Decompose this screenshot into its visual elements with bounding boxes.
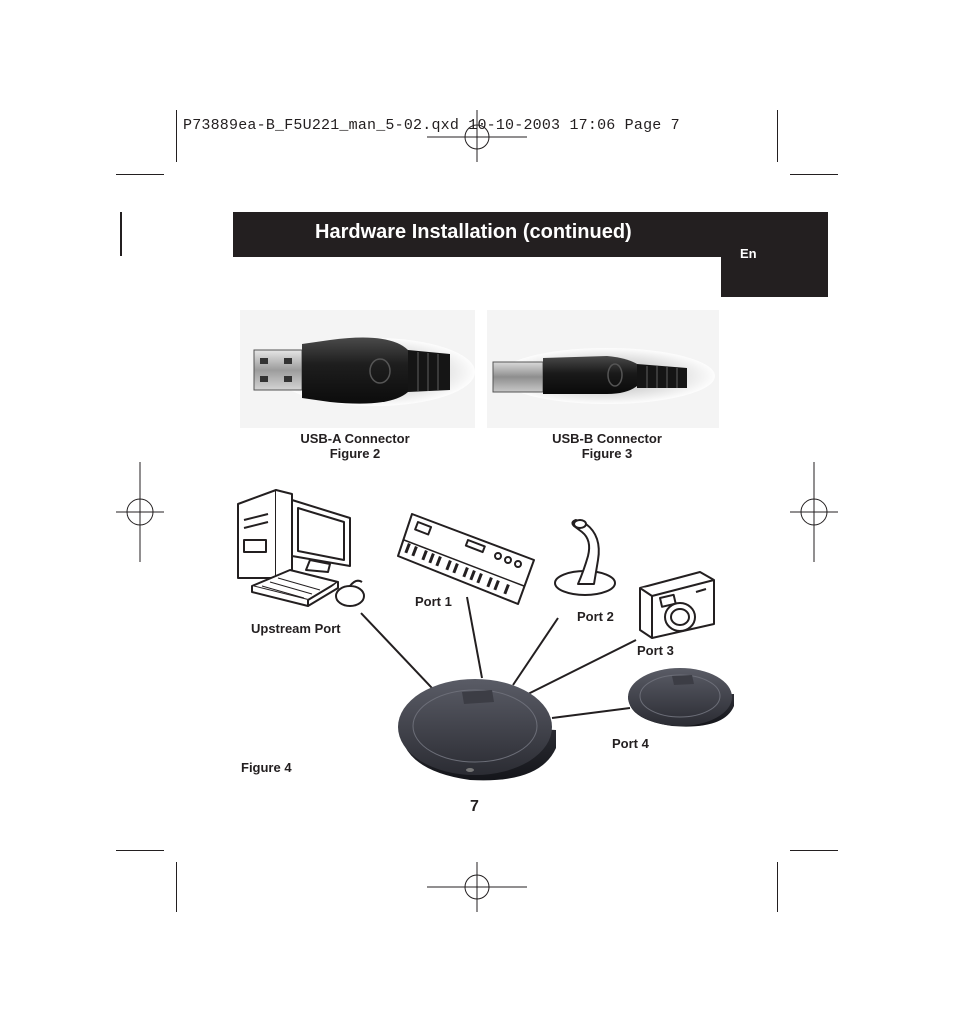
port-4-label: Port 4 bbox=[612, 736, 649, 751]
registration-target-bottom bbox=[427, 862, 527, 912]
registration-target-top bbox=[427, 110, 527, 162]
figure-4-label: Figure 4 bbox=[241, 760, 292, 775]
computer-icon bbox=[237, 489, 365, 607]
port-3-label: Port 3 bbox=[637, 643, 674, 658]
crop-mark bbox=[777, 862, 778, 912]
usb-a-name: USB-A Connector bbox=[300, 431, 410, 446]
usb-b-caption: USB-B Connector Figure 3 bbox=[532, 431, 682, 461]
usb-a-caption: USB-A Connector Figure 2 bbox=[280, 431, 430, 461]
registration-target-right bbox=[790, 462, 838, 562]
crop-mark bbox=[116, 850, 164, 851]
language-label: En bbox=[740, 246, 757, 261]
crop-mark bbox=[176, 110, 177, 162]
bleed-mark bbox=[120, 212, 122, 256]
usb-a-connector-image bbox=[240, 310, 475, 428]
connection-lines bbox=[360, 596, 637, 719]
print-slug: P73889ea-B_F5U221_man_5-02.qxd 10-10-200… bbox=[183, 117, 680, 134]
page-number: 7 bbox=[470, 798, 479, 815]
registration-target-left bbox=[116, 462, 164, 562]
joystick-icon bbox=[554, 519, 616, 596]
camera-icon bbox=[639, 571, 715, 639]
crop-mark bbox=[790, 174, 838, 175]
port-2-label: Port 2 bbox=[577, 609, 614, 624]
crop-mark bbox=[777, 110, 778, 162]
usb-b-connector-image bbox=[487, 310, 719, 428]
port-1-label: Port 1 bbox=[415, 594, 452, 609]
section-title: Hardware Installation (continued) bbox=[315, 221, 632, 243]
upstream-port-label: Upstream Port bbox=[251, 621, 341, 636]
crop-mark bbox=[176, 862, 177, 912]
usb-b-name: USB-B Connector bbox=[552, 431, 662, 446]
keyboard-instrument-icon bbox=[397, 513, 535, 605]
crop-mark bbox=[116, 174, 164, 175]
language-tab bbox=[721, 212, 828, 297]
usb-hub-secondary bbox=[628, 668, 734, 727]
figure-3-label: Figure 3 bbox=[581, 446, 633, 461]
crop-mark bbox=[790, 850, 838, 851]
usb-hub-main bbox=[398, 679, 556, 781]
figure-2-label: Figure 2 bbox=[329, 446, 381, 461]
